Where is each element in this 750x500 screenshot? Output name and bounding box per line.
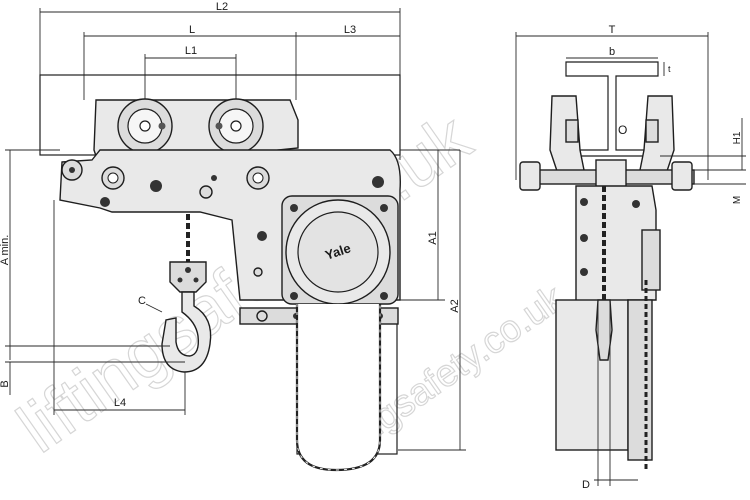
label-c: C [138, 295, 146, 307]
label-h1: H1 [732, 131, 743, 144]
side-view: T b t O H1 M [515, 24, 746, 491]
chain-container-side [555, 299, 629, 451]
label-l: L [189, 24, 195, 36]
label-b-flange: b [609, 46, 615, 58]
lifting-hook [161, 291, 212, 373]
label-b: B [0, 380, 11, 387]
label-t: T [609, 24, 616, 36]
label-a-min: A min. [0, 235, 11, 266]
hand-chain-guard-side [627, 299, 653, 461]
gear-cover-side [641, 229, 661, 291]
label-a1: A1 [427, 231, 439, 244]
trolley-wheel-left [117, 98, 173, 154]
gear-housing: Yale [281, 195, 399, 305]
label-m: M [732, 196, 743, 204]
hand-chain-loop [295, 304, 382, 472]
label-l3: L3 [344, 24, 356, 36]
label-a2: A2 [449, 299, 461, 312]
label-d: D [582, 479, 590, 491]
suspension-axle [519, 159, 695, 191]
label-l2: L2 [216, 1, 228, 13]
label-l4: L4 [114, 397, 126, 409]
label-t-flange: t [668, 64, 671, 74]
trolley-wheel-right [208, 98, 264, 154]
hook-block [161, 261, 212, 373]
leader-c [145, 303, 163, 313]
trolley-side-plates [549, 95, 675, 181]
front-view: L2 L L3 L1 [0, 1, 466, 472]
label-l1: L1 [185, 45, 197, 57]
label-o: O [618, 123, 627, 137]
plate-bolts [61, 159, 390, 277]
